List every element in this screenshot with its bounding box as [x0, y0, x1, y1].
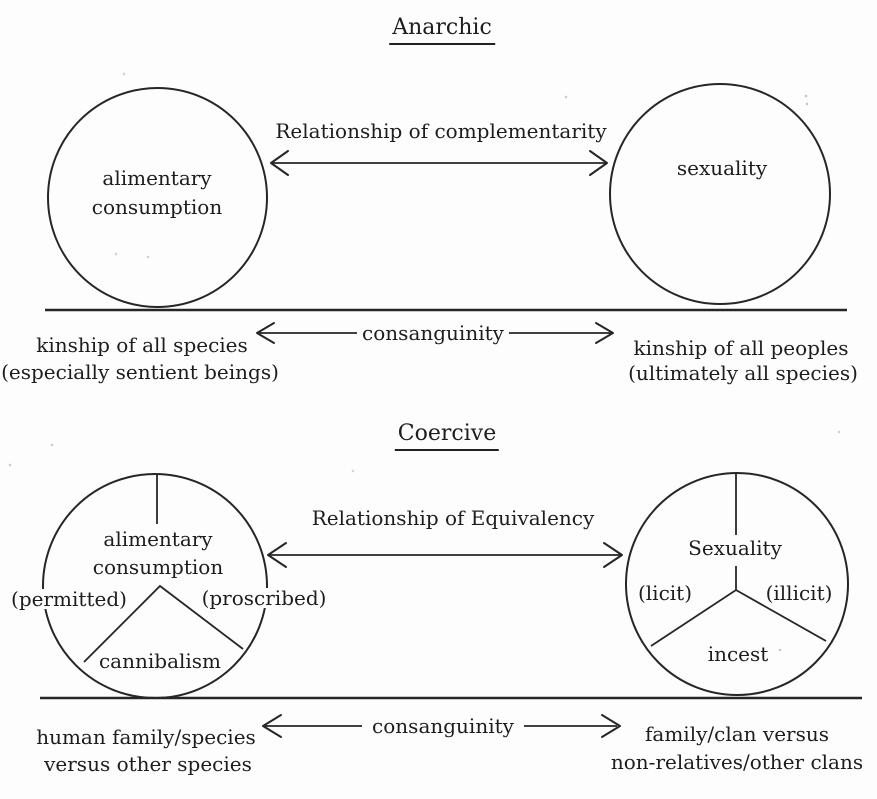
coercive-title: Coercive — [394, 423, 500, 451]
complementarity-arrow — [270, 150, 608, 176]
consanguinity-arrow — [256, 322, 614, 344]
alimentary-label-line2: consumption — [91, 195, 223, 219]
permitted-sector-label: (permitted) — [8, 589, 130, 609]
proscribed-sector-label: (proscribed) — [198, 588, 330, 608]
sexuality-circle-divided — [625, 472, 849, 696]
cannibalism-sector-label: cannibalism — [98, 649, 222, 673]
consanguinity-label: consanguinity — [372, 714, 514, 738]
left-caption-line1: kinship of all species — [36, 333, 248, 357]
alimentary-divisions — [83, 474, 244, 663]
complementarity-label: Relationship of complementarity — [275, 119, 607, 143]
licit-sector-label: (licit) — [637, 581, 693, 605]
anarchic-title: Anarchic — [389, 17, 495, 45]
division-lower-lines — [83, 584, 244, 663]
scan-specks — [0, 0, 2, 2]
arrow-right-icon — [589, 150, 608, 176]
sexuality-circle — [609, 83, 831, 305]
arrow-right-icon — [595, 322, 614, 344]
illicit-sector-label: (illicit) — [765, 581, 833, 605]
arrow-left-icon — [262, 714, 282, 738]
consanguinity-arrow — [262, 714, 621, 738]
division-lower-lines — [650, 588, 827, 647]
right-caption-line1: family/clan versus — [645, 722, 829, 746]
consanguinity-label: consanguinity — [362, 321, 504, 345]
equivalency-arrow — [267, 542, 623, 568]
right-caption-line1: kinship of all peoples — [633, 336, 849, 360]
sexuality-label: Sexuality — [688, 536, 782, 560]
arrow-right-icon — [603, 542, 623, 568]
alimentary-label-line1: alimentary — [102, 166, 212, 190]
equivalency-label: Relationship of Equivalency — [311, 506, 595, 530]
incest-sector-label: incest — [707, 642, 769, 666]
arrow-left-icon — [267, 542, 287, 568]
alimentary-label-line1: alimentary — [103, 527, 213, 551]
arrow-left-icon — [270, 150, 289, 176]
arrow-right-icon — [601, 714, 621, 738]
coercive-drawing — [40, 472, 862, 738]
right-caption-line2: non-relatives/other clans — [610, 750, 864, 774]
left-caption-line2: (especially sentient beings) — [1, 360, 279, 384]
anarchic-drawing — [45, 83, 847, 344]
left-caption-line1: human family/species — [36, 725, 256, 749]
alimentary-label-line2: consumption — [92, 555, 224, 579]
sexuality-label: sexuality — [676, 156, 768, 180]
arrow-left-icon — [256, 322, 275, 344]
alimentary-circle — [47, 87, 268, 308]
left-caption-line2: versus other species — [44, 752, 252, 776]
right-caption-line2: (ultimately all species) — [628, 361, 858, 385]
sexuality-divisions — [650, 473, 827, 647]
